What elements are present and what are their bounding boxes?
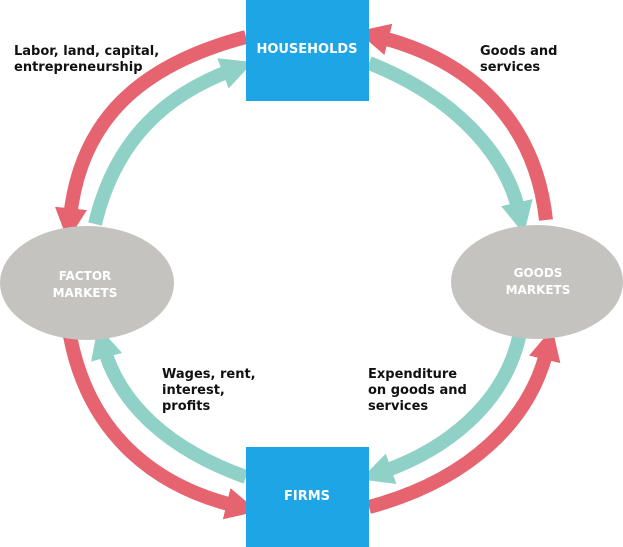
factors-of-production-label: Labor, land, capital, entrepreneurship [14,44,160,75]
factor-markets-oval [0,226,174,340]
firms-box [246,447,369,547]
expenditure-from-households-arrow [366,56,533,234]
goods-markets-oval [451,225,623,339]
expenditure-label: Expenditure on goods and services [368,367,467,414]
factor-services-to-firms-arrow [63,334,258,520]
households-box [246,0,369,101]
goods-markets-label-line-2: MARKETS [506,283,571,297]
income-payments-label: Wages, rent, interest, profits [162,367,256,414]
goods-to-households-arrow [357,23,553,221]
goods-markets-label-line-1: GOODS [514,266,563,280]
factors-of-production-arrow [54,30,248,241]
factor-markets-label-line-1: FACTOR [59,269,112,283]
firms-label: FIRMS [284,489,330,504]
income-payments-from-firms-arrow [91,326,249,484]
income-to-households-arrow [88,58,254,226]
expenditure-to-firms-arrow [360,331,527,485]
factor-markets-label-line-2: MARKETS [53,286,118,300]
goods-from-firms-arrow [367,328,561,514]
goods-and-services-label: Goods and services [480,44,558,75]
households-label: HOUSEHOLDS [256,42,357,57]
